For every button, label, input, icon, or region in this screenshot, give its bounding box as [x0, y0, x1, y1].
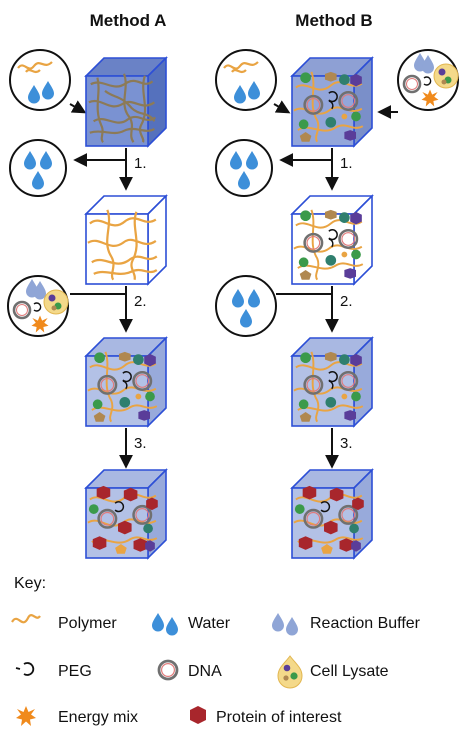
- key-water-label: Water: [188, 615, 231, 632]
- method-b-step-1: 1.: [340, 155, 353, 172]
- method-a-input-circle: [9, 49, 71, 111]
- key-polymer-label: Polymer: [58, 615, 117, 632]
- method-b-title: Method B: [295, 11, 372, 30]
- method-b-step-2: 2.: [340, 293, 353, 310]
- method-b-water-in-circle: [215, 275, 277, 337]
- key-reaction-buffer-label: Reaction Buffer: [310, 615, 421, 632]
- method-b-step-3: 3.: [340, 435, 353, 452]
- method-a-title: Method A: [90, 11, 167, 30]
- reaction-buffer-icon: [272, 613, 298, 636]
- method-a-step-2: 2.: [134, 293, 147, 310]
- method-a-cube-product: [84, 468, 168, 560]
- method-b-cube-product: [290, 468, 374, 560]
- method-b-cube-loaded: [290, 336, 374, 428]
- key-peg-label: PEG: [58, 663, 92, 680]
- protein-icon: [190, 706, 206, 724]
- method-a-step-1: 1.: [134, 155, 147, 172]
- method-a-step-3: 3.: [134, 435, 147, 452]
- method-b-cube-dry: [290, 56, 374, 148]
- method-a-cube-polymer: [84, 194, 168, 286]
- dna-icon: [157, 659, 179, 681]
- water-icon: [152, 613, 178, 636]
- key-dna-label: DNA: [188, 663, 222, 680]
- key-cell-lysate-label: Cell Lysate: [310, 663, 389, 680]
- method-a-reagent-circle: [7, 275, 69, 337]
- method-a-cube-loaded: [84, 336, 168, 428]
- method-a-water-out-circle: [9, 139, 67, 197]
- polymer-icon: [11, 614, 41, 624]
- peg-icon: [15, 662, 35, 676]
- method-b-input-circle: [215, 49, 277, 111]
- key-protein-label: Protein of interest: [216, 709, 342, 726]
- method-a-cube-dry: [84, 56, 168, 148]
- method-b-water-out-circle: [215, 139, 273, 197]
- key-heading: Key:: [14, 575, 46, 592]
- method-b-cube-white: [290, 194, 374, 286]
- key-energy-mix-label: Energy mix: [58, 709, 138, 726]
- cell-lysate-icon: [277, 655, 303, 689]
- energy-mix-icon: [16, 706, 36, 726]
- method-b-reagent-circle: [397, 49, 459, 111]
